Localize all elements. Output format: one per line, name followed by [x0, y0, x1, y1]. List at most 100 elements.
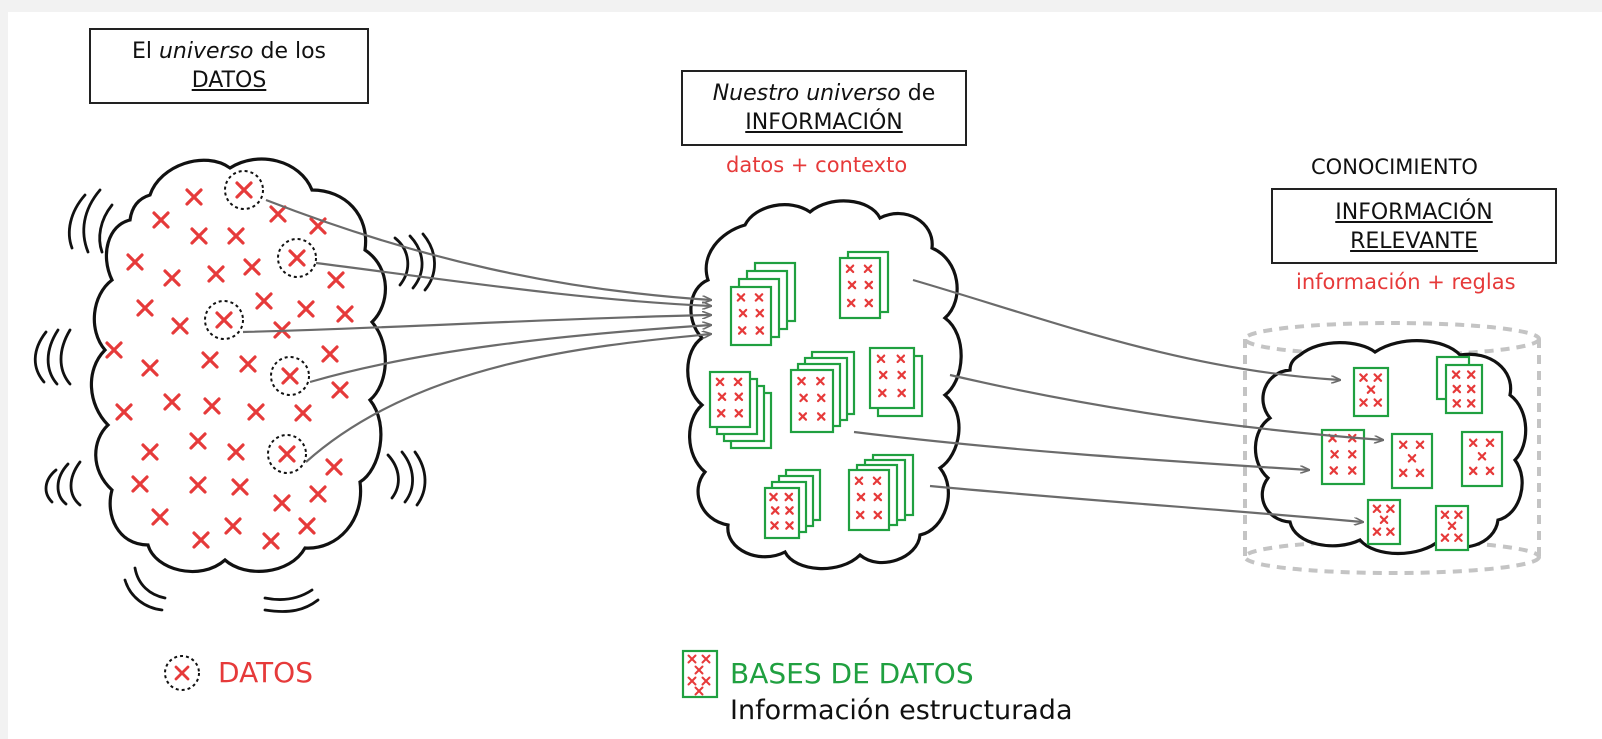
data-x-mark [321, 345, 339, 363]
data-x-mark [1398, 440, 1408, 450]
data-x-mark [189, 432, 207, 450]
highlighted-data-circles [204, 170, 317, 474]
data-x-mark [231, 478, 249, 496]
datos-legend-label: DATOS [218, 656, 313, 689]
data-x-mark [1373, 398, 1383, 407]
data-x-mark [784, 492, 794, 502]
data-x-mark [239, 355, 257, 373]
data-x-mark [1372, 527, 1382, 536]
database-card [1320, 428, 1366, 486]
datos-legend-x [174, 665, 190, 681]
database-card [1390, 432, 1434, 490]
data-x-mark [1468, 438, 1478, 448]
data-x-mark [185, 188, 203, 206]
data-x-mark [269, 205, 287, 223]
data-x-mark [243, 258, 261, 276]
information-universe-title-box: Nuestro universo de INFORMACIÓN [681, 70, 967, 146]
data-x-mark [152, 211, 170, 229]
data-x-mark [224, 517, 242, 535]
data-x-mark [715, 377, 725, 387]
database-card [838, 256, 882, 320]
data-x-mark [207, 265, 225, 283]
bases-legend-sublabel: Información estructurada [730, 695, 1073, 726]
data-x-mark [873, 492, 883, 502]
data-x-mark [864, 298, 874, 308]
data-x-mark [845, 264, 855, 274]
data-x-mark [846, 298, 856, 308]
data-x-mark [331, 381, 349, 399]
database-card [763, 486, 801, 540]
bases-legend-x [694, 665, 704, 675]
database-card [729, 285, 773, 347]
data-x-mark [255, 292, 273, 310]
data-x-mark [863, 264, 873, 274]
data-x-mark [141, 443, 159, 461]
data-x-mark [797, 376, 806, 386]
data-x-mark [1466, 384, 1476, 394]
bases-legend-label: BASES DE DATOS [730, 657, 974, 690]
database-cards [708, 250, 1504, 552]
flow-arrow [929, 484, 1363, 522]
data-x-mark [1415, 440, 1425, 450]
data-x-mark [785, 521, 794, 530]
data-x-mark [855, 510, 865, 520]
data-x-mark [1466, 370, 1476, 379]
data-x-mark [878, 370, 888, 380]
data-x-mark [151, 508, 169, 526]
data-universe-cloud [89, 157, 387, 574]
data-x-mark [105, 341, 123, 359]
data-x-mark [1451, 370, 1461, 379]
data-x-mark [1407, 454, 1417, 463]
data-x-mark [738, 308, 748, 318]
data-x-mark [1329, 466, 1339, 475]
data-x-mark [864, 280, 874, 290]
data-x-mark [1415, 468, 1425, 478]
data-x-mark [126, 253, 144, 271]
database-card [1366, 498, 1402, 546]
data-x-mark [1454, 533, 1463, 542]
data-x-mark [1386, 504, 1395, 514]
data-x-mark [1485, 466, 1495, 476]
data-x-mark [734, 392, 744, 402]
data-x-mark [325, 458, 343, 476]
data-x-mark [1466, 399, 1476, 408]
data-x-mark [1372, 504, 1382, 514]
flow-arrow [309, 325, 711, 384]
data-x-mark [1440, 533, 1450, 542]
data-x-mark [872, 476, 882, 486]
data-x-mark [737, 326, 747, 335]
relevant-information-box: INFORMACIÓN RELEVANTE [1271, 188, 1557, 264]
data-x-mark [273, 494, 291, 512]
data-x-mark [1386, 527, 1395, 536]
data-x-mark [1454, 510, 1463, 520]
data-x-mark [1485, 438, 1495, 448]
data-x-mark [878, 388, 887, 398]
highlighted-data-x [278, 445, 296, 463]
data-x-mark [770, 521, 779, 530]
data-x-mark [1347, 450, 1357, 459]
data-x-mark [785, 506, 794, 515]
data-x-mark [876, 354, 886, 364]
data-x-mark [1359, 398, 1368, 407]
data-x-mark [798, 412, 808, 421]
data-x-mark [336, 305, 354, 323]
database-card [868, 346, 916, 410]
data-x-mark [136, 299, 154, 317]
data-x-mark [1330, 450, 1339, 459]
data-x-mark [1468, 466, 1478, 476]
data-x-mark [770, 506, 780, 515]
data-x-mark [203, 397, 221, 415]
data-x-mark [1373, 373, 1383, 382]
data-x-mark [897, 388, 906, 398]
data-x-mark [854, 476, 864, 486]
data-x-mark [1359, 373, 1368, 382]
data-x-mark [227, 443, 245, 461]
data-x-mark [816, 376, 825, 386]
data-x-mark [896, 354, 906, 364]
data-x-mark [799, 393, 808, 403]
data-x-mark [298, 517, 316, 535]
data-x-mark [1447, 521, 1457, 531]
data-x-mark [262, 532, 280, 550]
data-x-mark [716, 408, 726, 418]
